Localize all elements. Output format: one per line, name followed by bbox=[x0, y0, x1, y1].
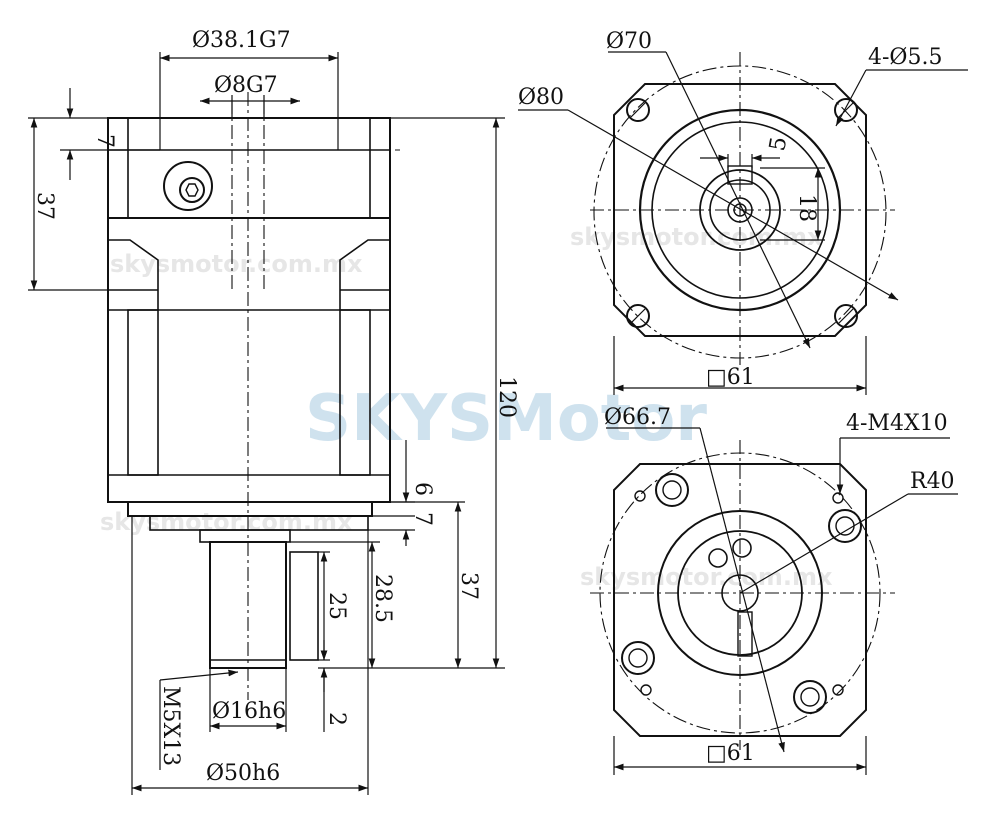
watermark-brand: SKYSMotor bbox=[305, 382, 707, 456]
mount-hole-icon bbox=[834, 98, 858, 122]
dim-step-b: 7 bbox=[410, 512, 435, 526]
dim-square-input: □61 bbox=[706, 365, 755, 390]
dim-circle-70: Ø70 bbox=[606, 29, 652, 54]
side-view bbox=[107, 92, 400, 700]
side-input-flange bbox=[107, 117, 391, 219]
output-flange-square bbox=[613, 463, 867, 737]
dim-shaft-length: 28.5 bbox=[370, 574, 395, 623]
socket-screw-icon bbox=[828, 509, 862, 543]
dim-key-height: 18 bbox=[794, 194, 819, 222]
dim-bore-outer: Ø38.1G7 bbox=[192, 28, 291, 53]
watermark-site-4: skysmotor.com.mx bbox=[580, 563, 833, 591]
set-screw-icon bbox=[163, 161, 213, 211]
watermark-site-3: skysmotor.com.mx bbox=[570, 223, 823, 251]
dim-holes: 4-Ø5.5 bbox=[868, 45, 942, 70]
input-dimensions bbox=[518, 51, 968, 395]
output-dimensions bbox=[606, 427, 958, 775]
dim-total-length: 120 bbox=[494, 376, 519, 418]
dim-flange-depth: 7 bbox=[92, 134, 117, 148]
output-view bbox=[590, 440, 895, 750]
watermark-site-1: skysmotor.com.mx bbox=[110, 250, 363, 278]
dim-step-a: 6 bbox=[410, 482, 435, 496]
dim-key-width: 5 bbox=[765, 135, 792, 153]
dim-circle-66-7: Ø66.7 bbox=[604, 405, 671, 430]
dim-square-output: □61 bbox=[706, 741, 755, 766]
shaft-key bbox=[289, 551, 319, 661]
side-dimensions bbox=[28, 52, 505, 795]
mount-hole-icon bbox=[626, 98, 650, 122]
dim-key-length: 25 bbox=[324, 592, 349, 620]
dim-shaft-dia: Ø16h6 bbox=[212, 699, 286, 724]
socket-screw-icon bbox=[793, 680, 827, 714]
dim-input-height: 37 bbox=[32, 192, 57, 220]
mount-hole-icon bbox=[834, 304, 858, 328]
dim-pilot-dia: Ø50h6 bbox=[206, 761, 280, 786]
dim-thread: M5X13 bbox=[158, 686, 183, 766]
watermark-site-2: skysmotor.com.mx bbox=[100, 508, 353, 536]
socket-screw-icon bbox=[621, 641, 655, 675]
socket-screw-icon bbox=[655, 473, 689, 507]
dim-radius: R40 bbox=[910, 469, 955, 494]
dim-bore-inner: Ø8G7 bbox=[214, 73, 278, 98]
dim-shaft-offset: 2 bbox=[324, 712, 349, 726]
dim-tapped-holes: 4-M4X10 bbox=[846, 411, 948, 436]
dim-circle-80: Ø80 bbox=[518, 85, 564, 110]
input-flange-square bbox=[613, 83, 867, 337]
mount-hole-icon bbox=[626, 304, 650, 328]
dim-output-length: 37 bbox=[456, 572, 481, 600]
